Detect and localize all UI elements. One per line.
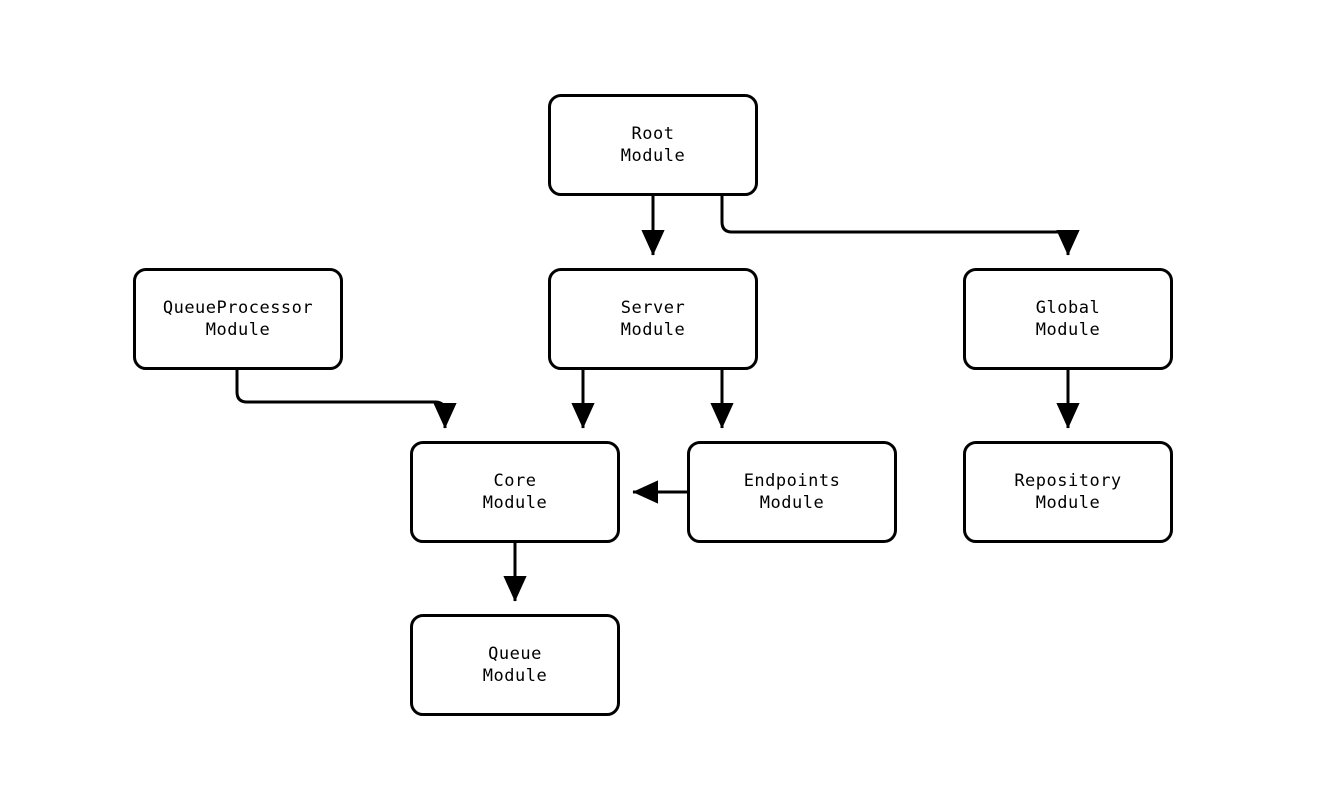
node-queue-title: Queue [488, 644, 542, 664]
node-core-subtitle: Module [482, 493, 548, 513]
edge-queueprocessor-core [235, 370, 457, 429]
node-root-subtitle: Module [620, 146, 686, 166]
node-core-title: Core [493, 471, 537, 491]
node-root-title: Root [631, 124, 675, 144]
node-server-subtitle: Module [620, 320, 686, 340]
node-server[interactable]: Server Module [548, 268, 758, 370]
node-queueprocessor[interactable]: QueueProcessor Module [133, 268, 343, 370]
node-global[interactable]: Global Module [963, 268, 1173, 370]
node-core[interactable]: Core Module [410, 441, 620, 543]
node-queueprocessor-title: QueueProcessor [162, 298, 314, 318]
node-root[interactable]: Root Module [548, 94, 758, 196]
node-endpoints[interactable]: Endpoints Module [687, 441, 897, 543]
node-repository[interactable]: Repository Module [963, 441, 1173, 543]
edge-root-global [720, 196, 1080, 256]
node-global-title: Global [1035, 298, 1101, 318]
node-endpoints-title: Endpoints [743, 471, 841, 491]
node-queue-subtitle: Module [482, 666, 548, 686]
node-queueprocessor-subtitle: Module [205, 320, 271, 340]
node-server-title: Server [620, 298, 686, 318]
node-repository-subtitle: Module [1035, 493, 1101, 513]
node-queue[interactable]: Queue Module [410, 614, 620, 716]
node-endpoints-subtitle: Module [759, 493, 825, 513]
node-repository-title: Repository [1014, 471, 1122, 491]
node-global-subtitle: Module [1035, 320, 1101, 340]
